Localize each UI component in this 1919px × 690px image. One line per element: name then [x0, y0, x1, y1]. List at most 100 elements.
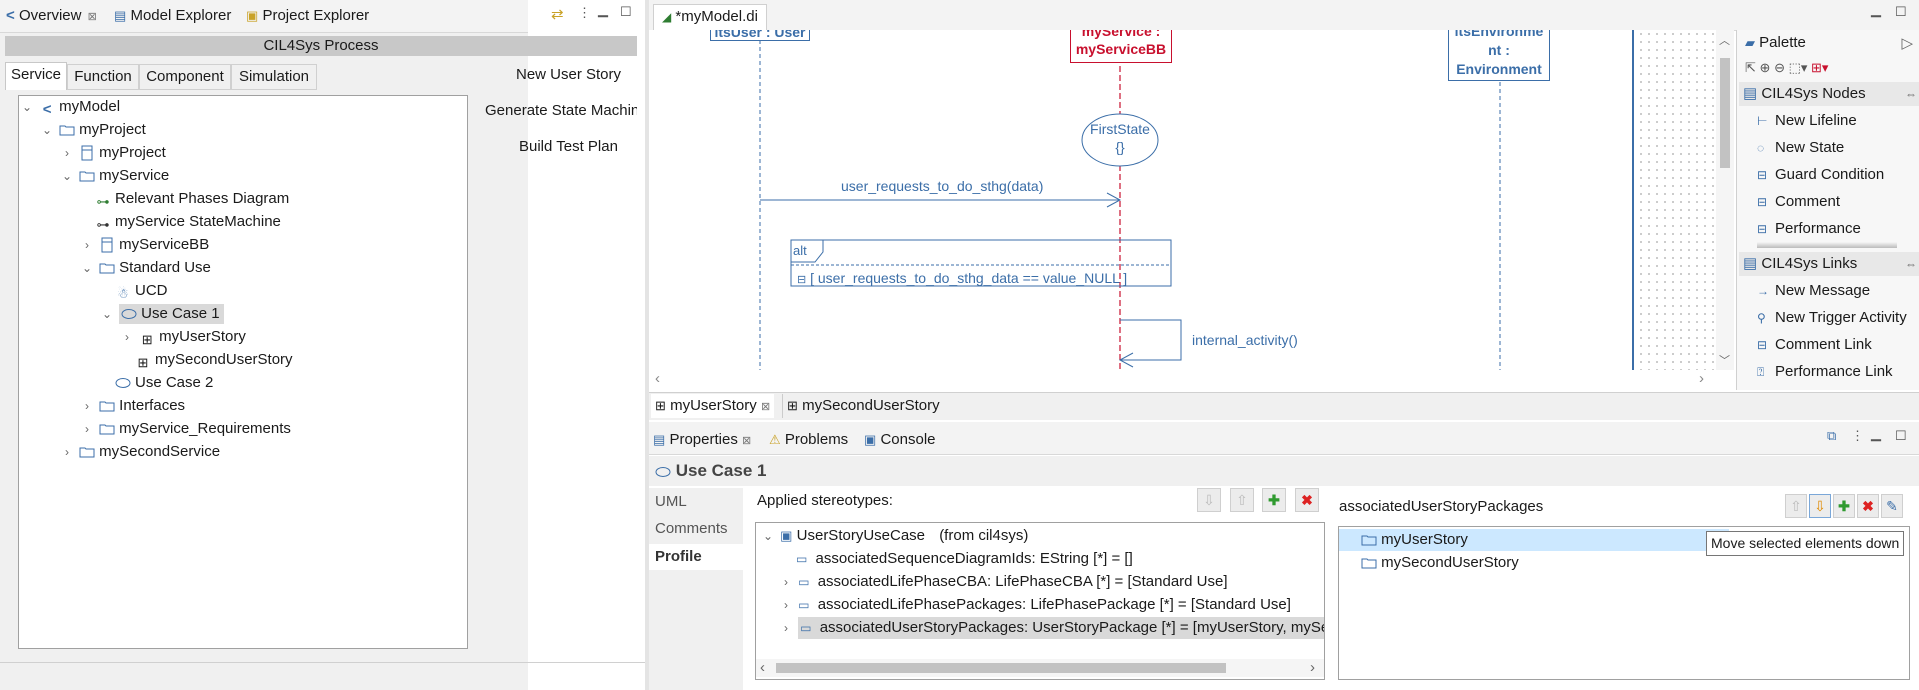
- maximize-icon[interactable]: ☐: [1895, 4, 1907, 19]
- chevron-right-icon[interactable]: ›: [784, 575, 788, 589]
- tab-overview[interactable]: < Overview ⊠: [6, 7, 97, 24]
- edit-package-button[interactable]: ✎: [1881, 494, 1903, 518]
- tree-item-myservicebb[interactable]: › myServiceBB: [79, 234, 209, 256]
- sash[interactable]: [645, 0, 649, 690]
- chevron-down-icon[interactable]: ⌄: [81, 261, 93, 275]
- view-menu-icon[interactable]: ⋮: [578, 5, 591, 20]
- minimize-icon[interactable]: ▁: [598, 2, 608, 17]
- scroll-left-icon[interactable]: ‹: [760, 659, 765, 676]
- tree-item-myservice[interactable]: ⌄ myService: [59, 165, 169, 187]
- tree-item-use-case-1[interactable]: ⌄ Use Case 1: [99, 303, 224, 325]
- self-message-label[interactable]: internal_activity(): [1192, 332, 1298, 348]
- zoom-out-icon[interactable]: ⊖: [1774, 60, 1785, 75]
- zoom-in-icon[interactable]: ⊕: [1759, 60, 1771, 75]
- build-test-plan-button[interactable]: Build Test Plan: [519, 138, 618, 155]
- tab-properties[interactable]: ▤ Properties ⊠: [653, 431, 752, 448]
- subtab-service[interactable]: Service: [5, 62, 67, 90]
- chevron-right-icon[interactable]: ›: [85, 399, 89, 413]
- new-user-story-button[interactable]: New User Story: [516, 66, 622, 83]
- palette-item-new-trigger-activity[interactable]: ⚲New Trigger Activity: [1757, 305, 1907, 331]
- palette-group-links[interactable]: ▤ CIL4Sys Links ⇔: [1739, 252, 1919, 276]
- chevron-right-icon[interactable]: ›: [65, 445, 69, 459]
- palette-header[interactable]: ▰ Palette ▷: [1745, 34, 1913, 52]
- scroll-thumb[interactable]: [776, 663, 1226, 673]
- palette-item-new-lifeline[interactable]: ⊢New Lifeline: [1757, 108, 1857, 134]
- palette-item-guard-condition[interactable]: ⊟Guard Condition: [1757, 162, 1884, 188]
- side-tab-comments[interactable]: Comments: [655, 520, 728, 537]
- scroll-thumb[interactable]: [1720, 58, 1730, 168]
- close-icon[interactable]: ⊠: [87, 11, 97, 23]
- attribute-row[interactable]: › ▭ associatedLifePhasePackages: LifePha…: [778, 594, 1291, 616]
- tree-item-interfaces[interactable]: › Interfaces: [79, 395, 185, 417]
- state-first-state[interactable]: FirstState {}: [1090, 121, 1150, 155]
- chevron-right-icon[interactable]: ›: [65, 146, 69, 160]
- package-item-mysecond-userstory[interactable]: mySecondUserStory: [1339, 552, 1519, 574]
- chevron-right-icon[interactable]: ›: [85, 422, 89, 436]
- chevron-right-icon[interactable]: ›: [85, 238, 89, 252]
- palette-item-comment[interactable]: ⊟Comment: [1757, 189, 1840, 215]
- palette-item-performance-link[interactable]: ⍰Performance Link: [1757, 359, 1893, 385]
- lifeline-service-head[interactable]: myService : myServiceBB: [1070, 30, 1172, 63]
- chevron-down-icon[interactable]: ⌄: [41, 123, 53, 137]
- palette-item-new-message[interactable]: →New Message: [1757, 278, 1870, 304]
- move-down-button[interactable]: ⇩: [1197, 488, 1221, 512]
- canvas-vertical-scrollbar[interactable]: ︿ ﹀: [1716, 30, 1734, 370]
- chevron-down-icon[interactable]: ⌄: [61, 169, 73, 183]
- lifeline-user-head[interactable]: itsUser : User: [710, 30, 810, 41]
- tree-item-mysecondservice[interactable]: › mySecondService: [59, 441, 220, 463]
- attribute-row-selected[interactable]: › ▭ associatedUserStoryPackages: UserSto…: [778, 617, 1324, 639]
- marquee-icon[interactable]: ⬚▾: [1788, 60, 1808, 75]
- chevron-right-icon[interactable]: ›: [784, 598, 788, 612]
- close-icon[interactable]: ⊠: [742, 435, 752, 447]
- package-item-myuserstory[interactable]: myUserStory: [1339, 529, 1729, 551]
- pin-icon[interactable]: ⇔: [1905, 87, 1917, 101]
- side-tab-uml[interactable]: UML: [655, 493, 687, 510]
- add-stereotype-button[interactable]: ✚: [1262, 488, 1286, 512]
- chevron-right-icon[interactable]: ›: [125, 330, 129, 344]
- diagram-canvas[interactable]: itsUser : User myService : myServiceBB i…: [649, 30, 1734, 370]
- chain-icon[interactable]: ⇄: [551, 6, 564, 23]
- tab-project-explorer[interactable]: ▣ Project Explorer: [246, 7, 370, 24]
- maximize-icon[interactable]: ☐: [620, 4, 632, 19]
- palette-group-nodes[interactable]: ▤ CIL4Sys Nodes ⇔: [1739, 82, 1919, 106]
- tree-item-mysecond-userstory[interactable]: ⊞mySecondUserStory: [135, 349, 293, 371]
- maximize-icon[interactable]: ☐: [1895, 428, 1907, 443]
- scroll-right-icon[interactable]: ›: [1699, 370, 1704, 387]
- tree-item-myproject-block[interactable]: › myProject: [59, 142, 166, 164]
- lifeline-env-head[interactable]: itsEnvironme nt : Environment: [1448, 30, 1550, 81]
- tree-item-myproject-folder[interactable]: ⌄ myProject: [39, 119, 146, 141]
- move-up-button[interactable]: ⇧: [1785, 494, 1807, 518]
- tab-myuserstory[interactable]: ⊞ myUserStory ⊠: [651, 394, 775, 418]
- tab-problems[interactable]: ⚠ Problems: [769, 431, 849, 448]
- palette-item-performance[interactable]: ⊟Performance: [1757, 216, 1861, 242]
- tab-model-explorer[interactable]: ▤ Model Explorer: [114, 7, 232, 24]
- tab-mysecond-userstory[interactable]: ⊞ mySecondUserStory: [782, 394, 944, 418]
- canvas-horizontal-scrollbar[interactable]: ‹ ›: [649, 370, 1734, 390]
- chevron-down-icon[interactable]: ⌄: [21, 100, 33, 114]
- move-up-button[interactable]: ⇧: [1230, 488, 1254, 512]
- palette-item-comment-link[interactable]: ⊟Comment Link: [1757, 332, 1872, 358]
- note-tool-icon[interactable]: ⊞▾: [1811, 60, 1829, 75]
- attribute-row[interactable]: › ▭ associatedLifePhaseCBA: LifePhaseCBA…: [778, 571, 1228, 593]
- message-label[interactable]: user_requests_to_do_sthg(data): [841, 178, 1044, 194]
- subtab-function[interactable]: Function: [67, 64, 139, 90]
- palette-collapse-icon[interactable]: ▷: [1901, 35, 1913, 52]
- tree-item-standard-use[interactable]: ⌄ Standard Use: [79, 257, 211, 279]
- generate-state-machine-button[interactable]: Generate State Machin: [485, 102, 637, 119]
- select-tool-icon[interactable]: ⇱: [1745, 60, 1756, 75]
- scroll-down-icon[interactable]: ﹀: [1719, 355, 1730, 367]
- attribute-row[interactable]: ▭ associatedSequenceDiagramIds: EString …: [796, 550, 1133, 567]
- scroll-up-icon[interactable]: ︿: [1719, 35, 1730, 47]
- subtab-component[interactable]: Component: [139, 64, 231, 90]
- stereotypes-tree[interactable]: ⌄ ▣ UserStoryUseCase (from cil4sys) ▭ as…: [755, 522, 1325, 680]
- add-package-button[interactable]: ✚: [1833, 494, 1855, 518]
- minimize-icon[interactable]: ▁: [1871, 426, 1881, 441]
- guard-condition[interactable]: ⊟ [ user_requests_to_do_sthg_data == val…: [797, 270, 1128, 286]
- side-tab-profile[interactable]: Profile: [649, 544, 743, 570]
- move-down-button[interactable]: ⇩: [1809, 494, 1831, 518]
- chevron-down-icon[interactable]: ⌄: [762, 529, 774, 543]
- scroll-left-icon[interactable]: ‹: [655, 370, 660, 387]
- stereotypes-hscrollbar[interactable]: ‹ ›: [756, 659, 1324, 677]
- tree-item-state-machine[interactable]: ⊶myService StateMachine: [96, 213, 281, 233]
- close-icon[interactable]: ⊠: [760, 401, 771, 413]
